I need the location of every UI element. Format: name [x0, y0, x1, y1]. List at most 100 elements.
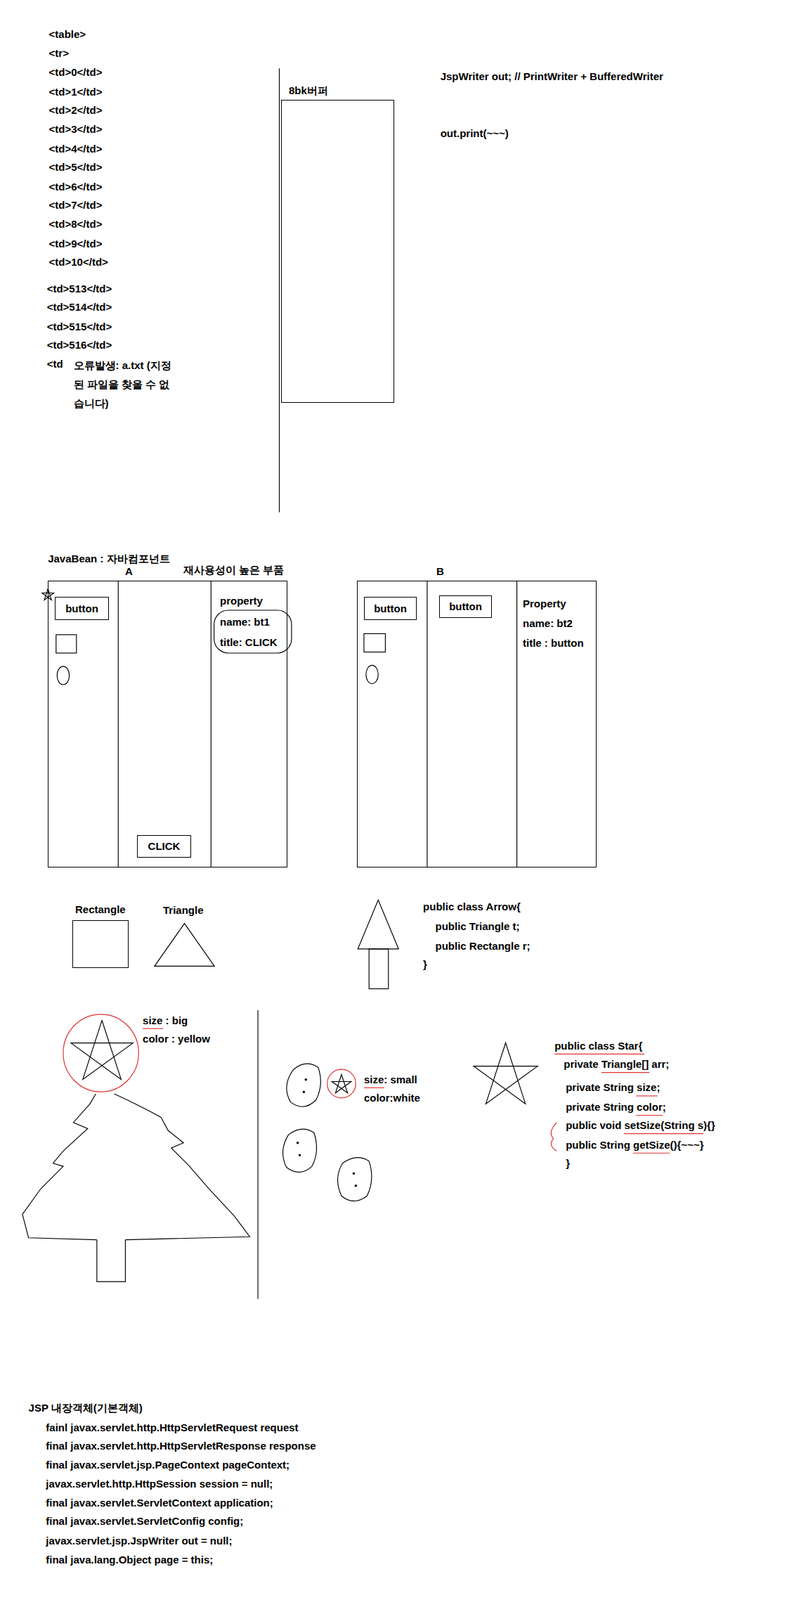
- checkbox-icon: [56, 634, 77, 653]
- triangle-outline: [153, 922, 216, 967]
- button-label: button: [449, 599, 483, 614]
- error-note: 오류발생: a.txt (지정된 파일을 찾을 수 없습니다): [73, 355, 180, 413]
- property-text: title: CLICK: [219, 635, 278, 650]
- code-line: final javax.servlet.http.HttpServletResp…: [45, 1438, 316, 1453]
- buffer-box: 8bk버퍼: [281, 99, 395, 403]
- shape-heading: Triangle: [163, 902, 204, 917]
- button-component: CLICK: [137, 834, 192, 858]
- rectangle-shape: Rectangle: [72, 919, 129, 968]
- code-line: public String getSize(){~~~}: [565, 1137, 704, 1152]
- html-code-line: <td>516</td>: [47, 337, 113, 353]
- heading-note: 재사용성이 높은 부품: [183, 562, 284, 577]
- bean-panel: Apropertyname: bt1title: CLICKbuttonCLIC…: [47, 580, 288, 868]
- tree-outline: [22, 1093, 251, 1240]
- stone-dot: [302, 1090, 305, 1092]
- code-line: fainl javax.servlet.http.HttpServletRequ…: [45, 1420, 298, 1435]
- stone-dot: [354, 1184, 357, 1187]
- property-note: size : big: [142, 1013, 188, 1028]
- stone-dot: [296, 1141, 298, 1144]
- button-component: button: [363, 596, 417, 620]
- button-component: button: [439, 595, 492, 618]
- code-line: final javax.servlet.ServletContext appli…: [45, 1495, 273, 1510]
- html-code-line: <td>514</td>: [47, 300, 113, 315]
- tree-trunk: [96, 1239, 126, 1282]
- heading-note: JavaBean : 자바컴포넌트: [47, 551, 170, 566]
- red-underline: [633, 1152, 670, 1154]
- html-code-line: <td>8</td>: [49, 217, 103, 232]
- checkbox-icon: [363, 633, 386, 652]
- shape-heading: 8bk버퍼: [288, 83, 329, 98]
- panel-divider: [516, 580, 518, 868]
- stone-dot: [352, 1172, 355, 1174]
- code-line: private String size;: [565, 1080, 660, 1095]
- highlight-loop: [327, 1068, 357, 1098]
- stone-dot: [304, 1078, 307, 1081]
- red-bracket: [550, 1122, 557, 1151]
- html-code-line: <td>0</td>: [49, 65, 103, 80]
- html-code-line: <td>4</td>: [49, 141, 103, 156]
- panel-divider: [426, 580, 428, 868]
- stone-shape: [337, 1157, 372, 1201]
- html-code-line: <td>6</td>: [49, 179, 103, 194]
- code-line: public class Arrow{: [423, 899, 521, 914]
- code-line: javax.servlet.http.HttpSession session =…: [45, 1476, 273, 1491]
- red-underline: [601, 1071, 650, 1073]
- property-note: color:white: [363, 1090, 421, 1105]
- code-line: final javax.servlet.jsp.PageContext page…: [45, 1457, 290, 1472]
- radio-icon: [56, 666, 69, 685]
- property-note: size: small: [363, 1072, 418, 1087]
- property-note: color : yellow: [142, 1031, 211, 1046]
- panel-divider: [118, 580, 119, 868]
- html-code-line: <tr>: [49, 46, 69, 61]
- highlight-loop: [63, 1013, 139, 1092]
- divider-line: [278, 68, 280, 512]
- divider-line: [257, 1009, 258, 1299]
- red-underline: [363, 1087, 385, 1088]
- shape-heading: Rectangle: [75, 902, 126, 917]
- arrow-shaft: [368, 948, 389, 989]
- red-underline: [554, 1053, 645, 1055]
- code-line: public class Star{: [554, 1038, 643, 1053]
- red-underline: [635, 1114, 663, 1116]
- html-code-line: <td: [47, 356, 64, 372]
- code-line: private Triangle[] arr;: [563, 1056, 669, 1071]
- triangle-outline: [154, 923, 215, 967]
- property-text: property: [219, 593, 263, 608]
- button-label: button: [373, 601, 407, 616]
- section-heading: JSP 내장객체(기본객체): [28, 1400, 143, 1415]
- property-text: name: bt2: [522, 616, 573, 631]
- red-underline: [142, 1028, 164, 1029]
- code-line: }: [423, 957, 428, 972]
- stone-dot: [298, 1153, 301, 1156]
- panel-divider: [210, 580, 212, 868]
- html-code-line: <td>10</td>: [49, 255, 109, 270]
- code-line: final java.lang.Object page = this;: [45, 1552, 213, 1567]
- arrow-head: [357, 899, 399, 949]
- html-code-line: <td>9</td>: [49, 236, 103, 251]
- html-code-line: <td>513</td>: [47, 281, 113, 296]
- red-underline: [635, 1094, 658, 1096]
- html-code-line: <td>2</td>: [49, 103, 103, 118]
- property-text: Property: [522, 596, 567, 611]
- html-code-line: <td>1</td>: [49, 85, 103, 100]
- code-line: }: [565, 1155, 570, 1170]
- code-line: public Triangle t;: [435, 919, 520, 934]
- small-star: [331, 1073, 352, 1092]
- triangle-shape: Triangle: [153, 922, 216, 967]
- property-text: title : button: [522, 635, 584, 650]
- html-code-line: <table>: [49, 27, 87, 42]
- shape-heading: A: [125, 564, 133, 579]
- code-note: JspWriter out; // PrintWriter + Buffered…: [440, 69, 664, 84]
- code-line: public Rectangle r;: [435, 938, 531, 953]
- code-line: javax.servlet.jsp.JspWriter out = null;: [45, 1533, 232, 1548]
- bean-panel: BPropertyname: bt2title : buttonbuttonbu…: [356, 580, 597, 868]
- html-code-line: <td>3</td>: [49, 122, 103, 137]
- property-text: name: bt1: [219, 614, 270, 629]
- star-shape: [473, 1042, 538, 1104]
- button-component: button: [54, 596, 109, 620]
- stone-shape: [283, 1128, 317, 1172]
- code-note: out.print(~~~): [440, 126, 509, 141]
- shape-heading: B: [436, 564, 445, 579]
